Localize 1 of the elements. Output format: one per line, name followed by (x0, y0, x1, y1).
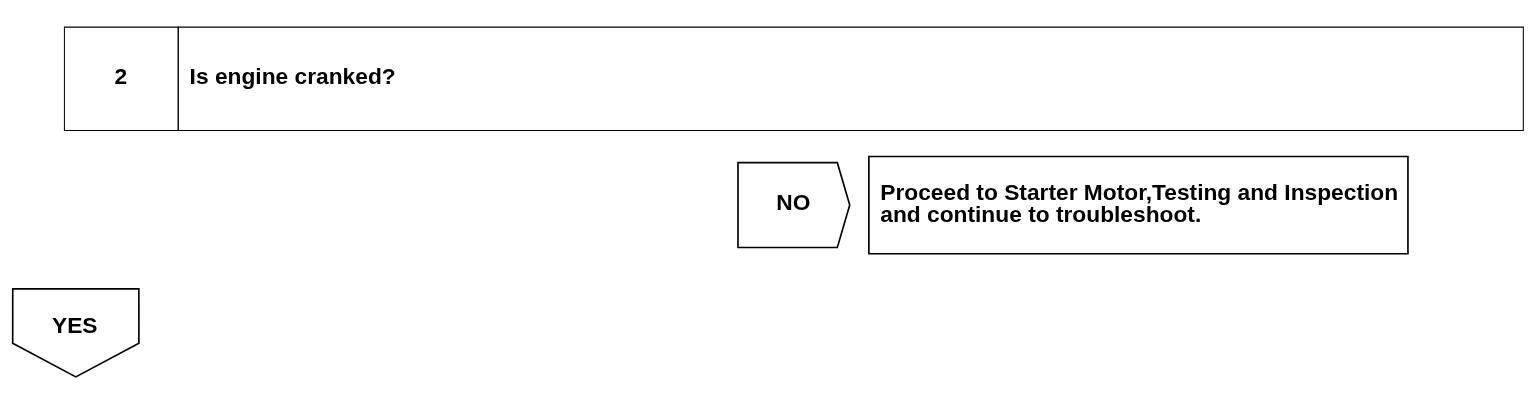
node-box: Proceed to Starter Motor,Testing and Inspection and continue to troubleshoot. (868, 155, 1409, 255)
